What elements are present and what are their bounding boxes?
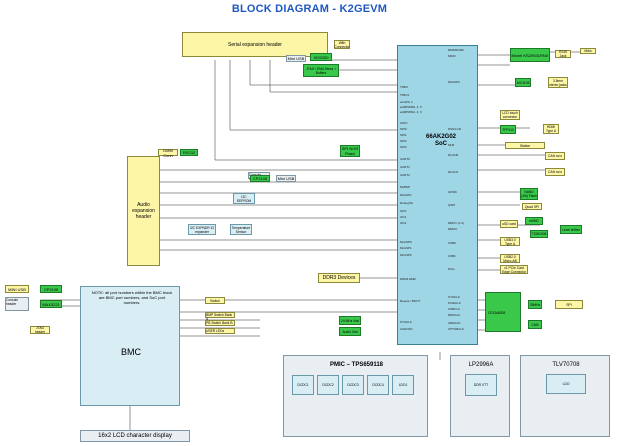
pmic-block: PMIC – TPS659118 <box>283 355 428 437</box>
audio-expansion-header: Audio expansion header <box>127 156 160 266</box>
nand-flash: NAND (4/8) Flash <box>520 188 538 200</box>
rj45-jack: RJ45 Jack <box>555 50 571 58</box>
pmic-rail-1: DCDC1 <box>292 375 314 395</box>
mlb-header: Station <box>505 142 545 149</box>
dmm-conn: DMM Conn <box>158 148 178 158</box>
tsw2405: TSW2405 <box>530 230 548 238</box>
temp-sensor: Temperature Sensor <box>230 224 252 235</box>
hdmi-conn: HDMI Type A <box>543 124 559 134</box>
mini-usb-top: Mini USB <box>286 55 306 62</box>
xtal-24mhz: 24 MHz Xtal <box>339 316 361 325</box>
cp2105-mid: CP2105 <box>250 175 270 182</box>
max3221: MAX3221 <box>40 300 62 308</box>
xtal-audio: Audio Xtal <box>339 327 361 336</box>
serial-expansion-header: Serial expansion header <box>182 32 328 57</box>
cdce-spi: SPI <box>555 300 583 309</box>
bmc-leds: USER LEDs <box>205 328 235 334</box>
ioexpander: I2C EXPNDR IO expander <box>188 224 216 235</box>
page-title: BLOCK DIAGRAM - K2GEVM <box>231 3 388 15</box>
micrel-phy: Micrel KSZ9031RNX <box>510 48 550 62</box>
tlv70708-name: TLV70708 <box>552 362 580 368</box>
pmic-rail-2: DCDC2 <box>317 375 339 395</box>
audio-codec: AIC3106 <box>515 78 531 87</box>
can-xcvr-1: CAN xcvr <box>545 168 565 176</box>
stereo-jacks: 3.5mm stereo jacks <box>548 77 568 88</box>
pmic-rail-3: DCDC3 <box>342 375 364 395</box>
soc-name: 66AK2G02 <box>425 134 457 140</box>
soc-sub: SoC <box>435 141 447 147</box>
xds200-box: XDS200 <box>310 53 332 61</box>
tlv70708-block: TLV70708 LDO <box>520 355 610 437</box>
bmc-note: NOTE: all port numbers within the BMC bl… <box>91 290 173 305</box>
lcd-touch-conn: LCD touch connector <box>500 110 520 120</box>
emmc-chip: eMMC <box>525 217 543 225</box>
jtag-buffers-box: JTAG / EMU Mezz. / Buffers <box>303 64 339 77</box>
usb2-micro: USB2.0 Micro-AB <box>500 254 520 263</box>
level-shifter: Level shifter <box>560 225 582 234</box>
console-header-bmc: Console header <box>5 297 29 311</box>
lcd-display: 16x2 LCD character display <box>80 430 190 442</box>
micro-sd: uSD card <box>500 220 518 228</box>
bmc-dip2: PB Switch Bank B <box>205 320 235 326</box>
jtag-connector: With Connector <box>334 40 350 49</box>
soc-block: 66AK2G02 SoC TIMI0 TIMO1 eCAP0, 1 eHRPWM… <box>397 45 478 345</box>
bmc-name: BMC <box>121 347 141 357</box>
bmc-switch: Switch <box>205 297 225 304</box>
tlv70708-rail: LDO <box>546 374 586 394</box>
mini-usb-bmc: MINI USB <box>5 285 29 293</box>
qspi-flash: Quad SPI <box>522 203 542 210</box>
pcie-conn: x1 PCIe Card Edge Connector <box>500 265 528 274</box>
osc-cdce2: CMS <box>528 320 542 329</box>
mdio-header: Mdio <box>580 48 596 54</box>
can-xcvr-0: CAN xcvr <box>545 152 565 160</box>
pmic-rail-5: LDO1 <box>392 375 414 395</box>
rs232-box: RS232 <box>180 149 198 156</box>
lp2996a-name: LP2996A <box>468 362 494 368</box>
lp2996a-rail: DDR VTT <box>465 374 497 396</box>
i2c-eeprom: I2C EEPROM <box>233 193 255 204</box>
osc-25: 25MHz <box>528 300 542 309</box>
ddr3-devices: DDR3 Devices <box>318 273 360 283</box>
pmic-name: PMIC – TPS659118 <box>329 362 384 368</box>
cdce-clock: CDCM6208 <box>485 292 521 332</box>
bmc-block: NOTE: all port numbers within the BMC bl… <box>80 286 180 406</box>
jtag-header-bmc: JTAG header <box>30 326 50 334</box>
spi-flash: SPI NOR Flash <box>340 145 360 157</box>
lp2996a-block: LP2996A DDR VTT <box>450 355 510 437</box>
pmic-rail-4: DCDC4 <box>367 375 389 395</box>
usb3-typea: USB3.0 Type A <box>500 237 520 246</box>
mini-usb-mid: Mini USB <box>276 175 296 182</box>
bmc-dip1: BMP Switch Bank A <box>205 312 235 321</box>
cp2105-bmc: CP2105 <box>40 285 62 293</box>
tfp410: TFP410 <box>500 125 516 134</box>
